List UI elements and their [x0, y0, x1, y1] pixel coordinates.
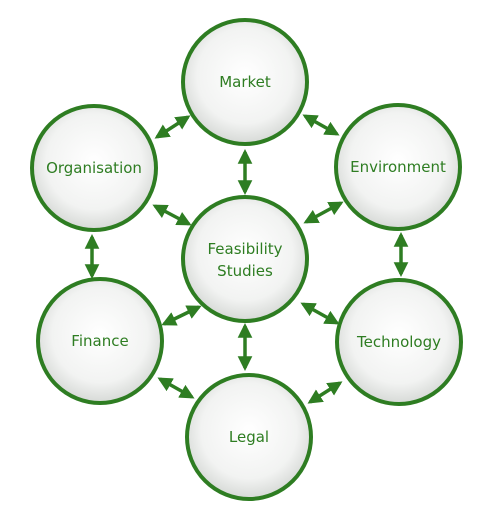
node-market: Market — [181, 18, 309, 146]
arrow-market-environment — [302, 114, 340, 136]
node-technology-label: Technology — [356, 333, 441, 351]
node-center-label-line2: Studies — [217, 262, 273, 280]
node-finance-circle — [36, 277, 164, 405]
node-market-circle — [181, 18, 309, 146]
node-legal: Legal — [185, 373, 313, 501]
connectors — [84, 114, 409, 404]
node-center: Feasibility Studies — [181, 195, 309, 323]
node-market-label: Market — [219, 73, 271, 91]
arrow-center-finance — [161, 305, 202, 326]
node-environment: Environment — [334, 103, 462, 231]
node-technology: Technology — [335, 278, 463, 406]
node-environment-label: Environment — [350, 158, 446, 176]
node-technology-circle — [335, 278, 463, 406]
node-organisation-label: Organisation — [46, 159, 142, 177]
node-center-circle — [181, 195, 309, 323]
node-organisation: Organisation — [30, 104, 158, 232]
node-legal-circle — [185, 373, 313, 501]
arrow-market-organisation — [154, 115, 191, 139]
arrow-center-organisation — [152, 204, 192, 226]
node-environment-circle — [334, 103, 462, 231]
node-organisation-circle — [30, 104, 158, 232]
arrow-center-environment — [303, 201, 344, 224]
node-center-label-line1: Feasibility — [208, 240, 283, 258]
arrow-finance-legal — [157, 377, 195, 399]
node-finance: Finance — [36, 277, 164, 405]
node-legal-label: Legal — [229, 428, 269, 446]
node-finance-label: Finance — [71, 332, 128, 350]
arrow-technology-legal — [307, 381, 343, 404]
arrow-center-technology — [300, 302, 340, 325]
